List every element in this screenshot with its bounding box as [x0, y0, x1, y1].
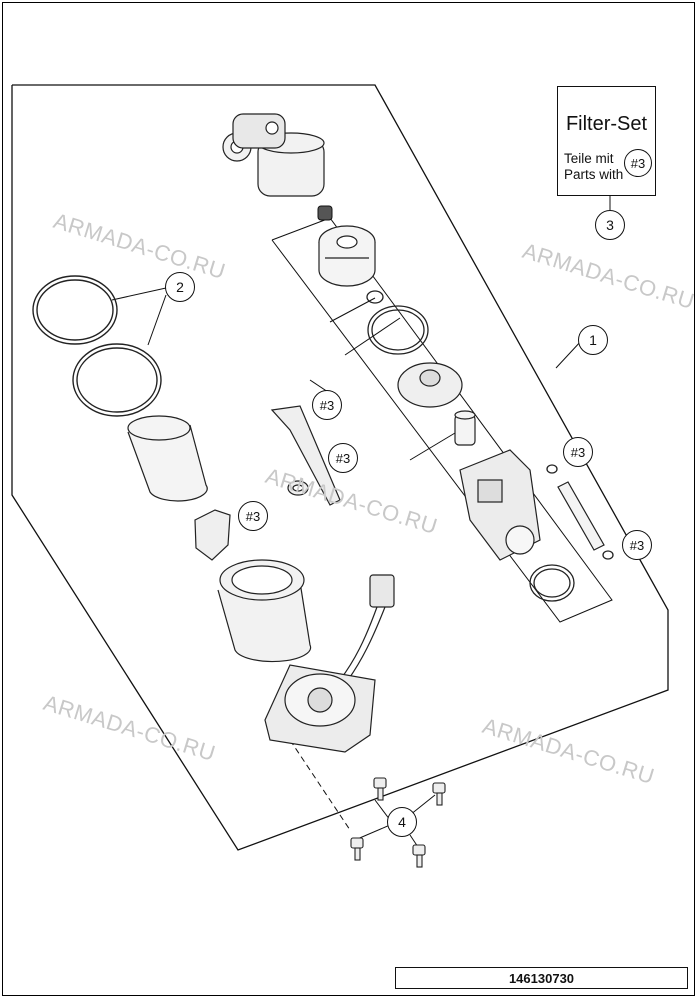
callout-2: 2: [165, 272, 195, 302]
clip: [194, 509, 231, 561]
pump-motor: [459, 449, 541, 561]
ref-callout-c: #3: [238, 501, 268, 531]
small-ring: [287, 480, 309, 496]
callout-4: 4: [387, 807, 417, 837]
ref-callout-b: #3: [328, 443, 358, 473]
orings-group-1: [366, 290, 614, 602]
sleeve: [127, 415, 208, 502]
strap: [270, 405, 341, 506]
ref-callout-e: #3: [622, 530, 652, 560]
orings-item-2: [32, 275, 162, 417]
part-number: 146130730: [508, 970, 575, 986]
filter-set-line-de: Teile mit: [564, 151, 614, 166]
long-rod: [557, 481, 605, 551]
group-1-bracket: [271, 217, 613, 623]
small-insert: [317, 205, 333, 221]
pump-head: [222, 113, 325, 197]
filter-set-title: Filter-Set: [565, 113, 648, 135]
tube: [454, 410, 476, 446]
filter-cartridge: [318, 225, 376, 287]
screws: [350, 777, 446, 868]
filter-set-box: Filter-Set Teile mit Parts with #3: [557, 86, 656, 196]
flange: [264, 664, 376, 753]
assembly-boundary: [11, 84, 669, 851]
ref-callout-a: #3: [312, 390, 342, 420]
ref-callout-d: #3: [563, 437, 593, 467]
filter-set-ref: #3: [624, 149, 652, 177]
callout-3: 3: [595, 210, 625, 240]
filter-set-line-en: Parts with: [564, 167, 624, 182]
housing-cup: [217, 559, 312, 663]
pressure-regulator: [397, 362, 463, 408]
part-number-box: 146130730: [395, 967, 688, 989]
connector: [339, 574, 395, 681]
callout-1: 1: [578, 325, 608, 355]
